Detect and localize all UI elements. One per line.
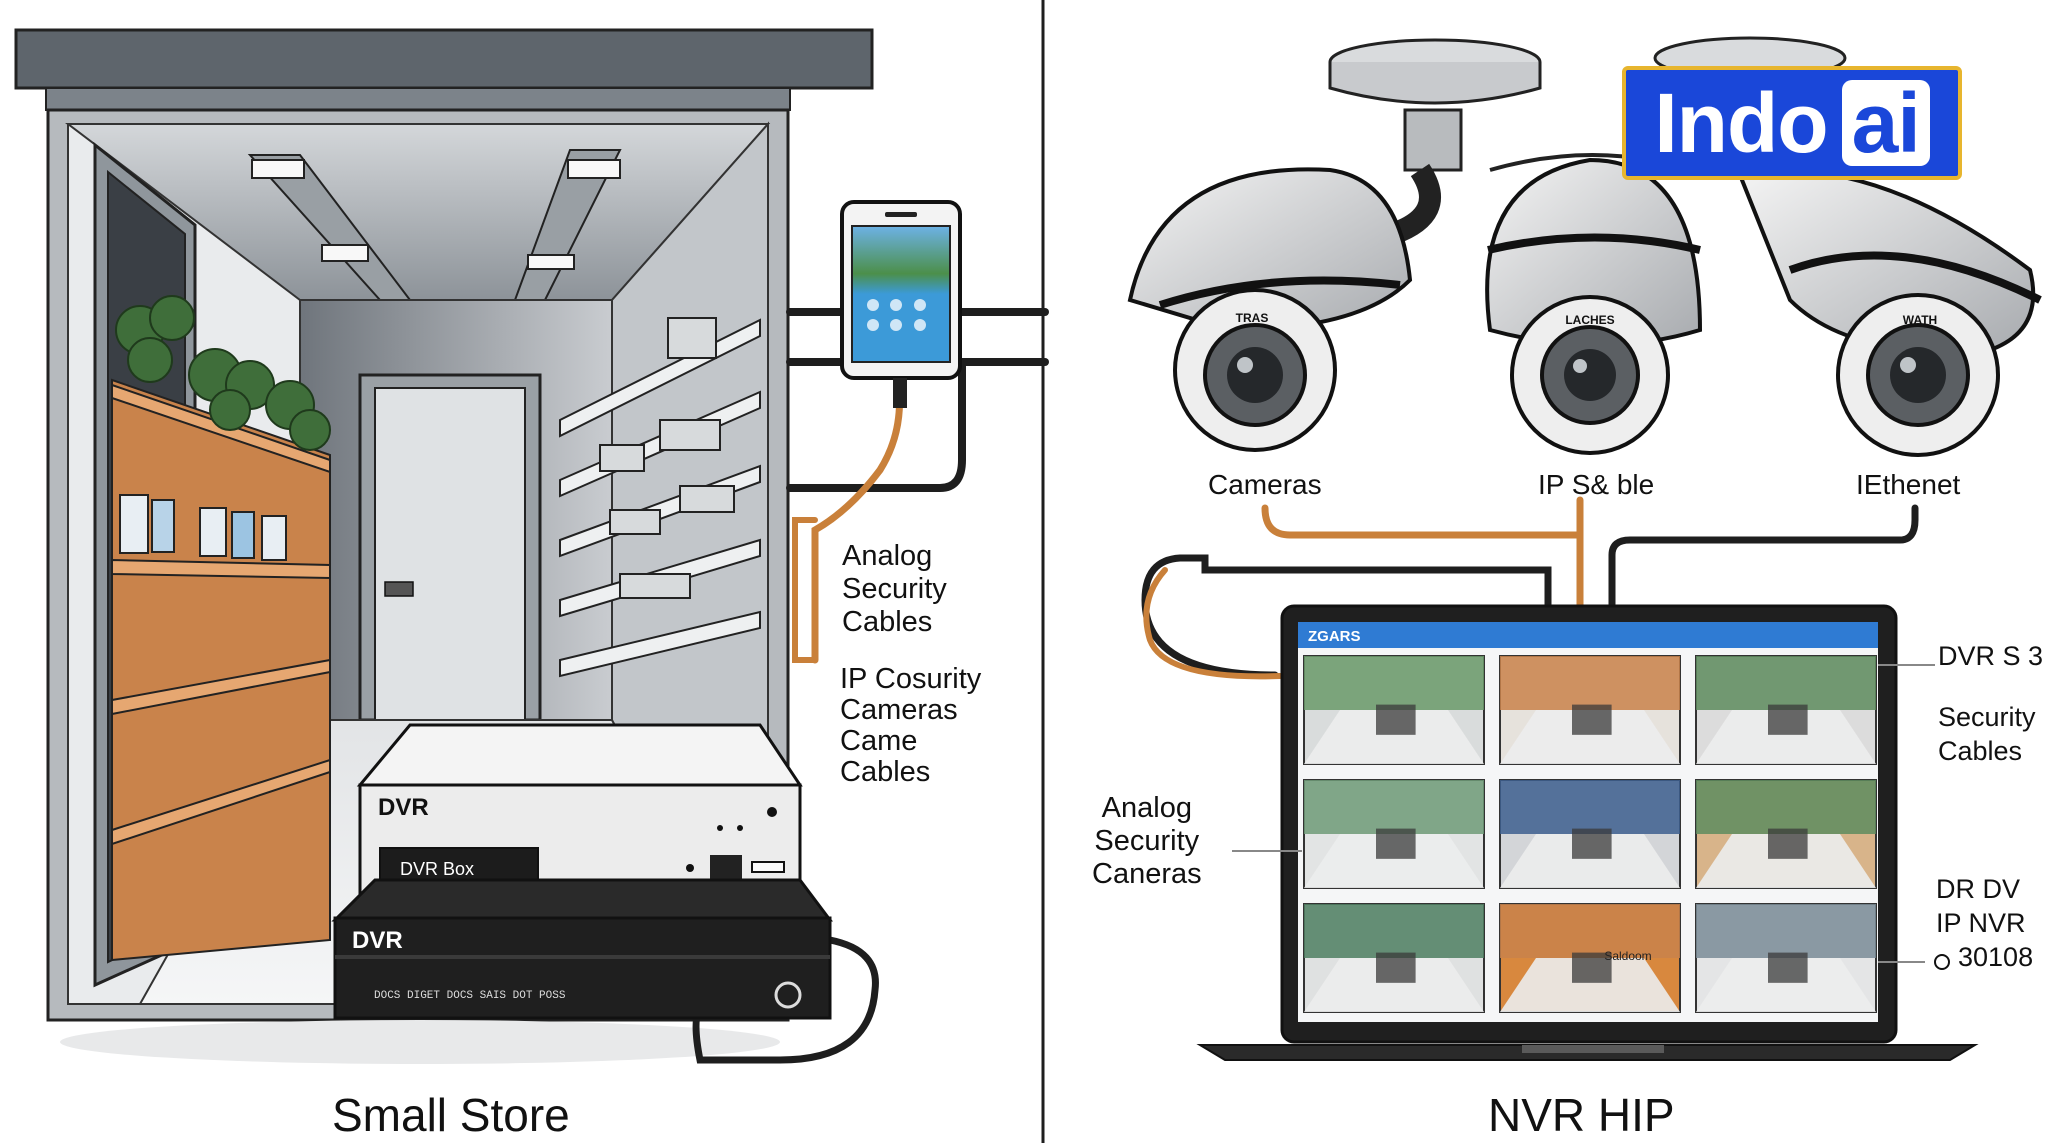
logo-main-text: Indo <box>1654 75 1828 170</box>
nvr-label: DR DV IP NVR 30108 <box>1936 872 2033 974</box>
analog-cameras-label: Analog Security Caneras <box>1092 792 1202 891</box>
camera-brand-2: LACHES <box>1565 313 1614 327</box>
camera-feed-tile <box>1499 903 1681 1013</box>
nvr-line-3: 30108 <box>1958 942 2034 972</box>
dvr-bottom-box <box>331 878 833 1020</box>
nvr-line-2: IP NVR <box>1936 908 2026 938</box>
nvr-caption: NVR HIP <box>1488 1089 1675 1141</box>
ip-line-1: IP Cosurity <box>840 663 982 695</box>
ip-line-4: Cables <box>840 756 931 788</box>
plants <box>115 295 331 451</box>
security-cables-label: Security Cables <box>1938 700 2036 768</box>
monitor-title: ZGARS <box>1308 628 1361 645</box>
port-icon <box>1934 954 1950 970</box>
camera-cables <box>1141 496 1919 680</box>
analog-cam-line-2: Security <box>1094 825 1200 857</box>
analog-line-2: Security <box>842 573 947 605</box>
camera-label-2: IP S& ble <box>1538 469 1655 500</box>
ip-cameras-label: IP Cosurity Cameras Came Cables <box>840 664 981 788</box>
analog-cam-line-1: Analog <box>1101 792 1192 824</box>
camera-1 <box>1127 38 1542 452</box>
ip-line-2: Cameras <box>840 694 958 726</box>
analog-line-3: Cables <box>842 606 933 638</box>
dvr-s3-label: DVR S 3 <box>1938 641 2044 671</box>
smartphone <box>840 200 962 408</box>
ip-line-3: Came <box>840 725 918 757</box>
camera-feed-tile <box>1695 655 1877 765</box>
dvr-bottom-label: DVR <box>352 927 403 954</box>
camera-label-1: Cameras <box>1208 469 1322 500</box>
security-line-1: Security <box>1938 702 2036 732</box>
security-line-2: Cables <box>1938 736 2023 766</box>
camera-feed-tile <box>1303 655 1485 765</box>
dvr-top-label: DVR <box>378 794 429 821</box>
camera-feed-tile <box>1695 779 1877 889</box>
analog-cam-line-3: Caneras <box>1092 858 1202 890</box>
analog-line-1: Analog <box>842 540 933 572</box>
nvr-line-1: DR DV <box>1936 874 2021 904</box>
screen-sign: Saldoom <box>1604 949 1651 963</box>
right-shelves <box>559 317 761 678</box>
camera-feed-grid <box>1303 655 1877 1013</box>
dvr-bottom-ports: DOCS DIGET DOCS SAIS DOT POSS <box>374 990 566 1002</box>
analog-cables-label: Analog Security Cables <box>842 540 947 639</box>
camera-brand-1: TRAS <box>1236 311 1269 325</box>
camera-feed-tile <box>1303 903 1485 1013</box>
left-wood-shelves <box>111 378 331 962</box>
camera-brand-3: WATH <box>1903 313 1937 327</box>
store-caption: Small Store <box>332 1089 570 1141</box>
camera-feed-tile <box>1499 655 1681 765</box>
camera-feed-tile <box>1695 903 1877 1013</box>
logo-accent-text: ai <box>1841 80 1930 166</box>
camera-label-3: IEthenet <box>1856 469 1961 500</box>
dvr-top-box <box>356 723 803 897</box>
camera-feed-tile <box>1499 779 1681 889</box>
camera-2 <box>1485 153 1703 455</box>
camera-feed-tile <box>1303 779 1485 889</box>
dvr-top-display: DVR Box <box>400 859 474 879</box>
